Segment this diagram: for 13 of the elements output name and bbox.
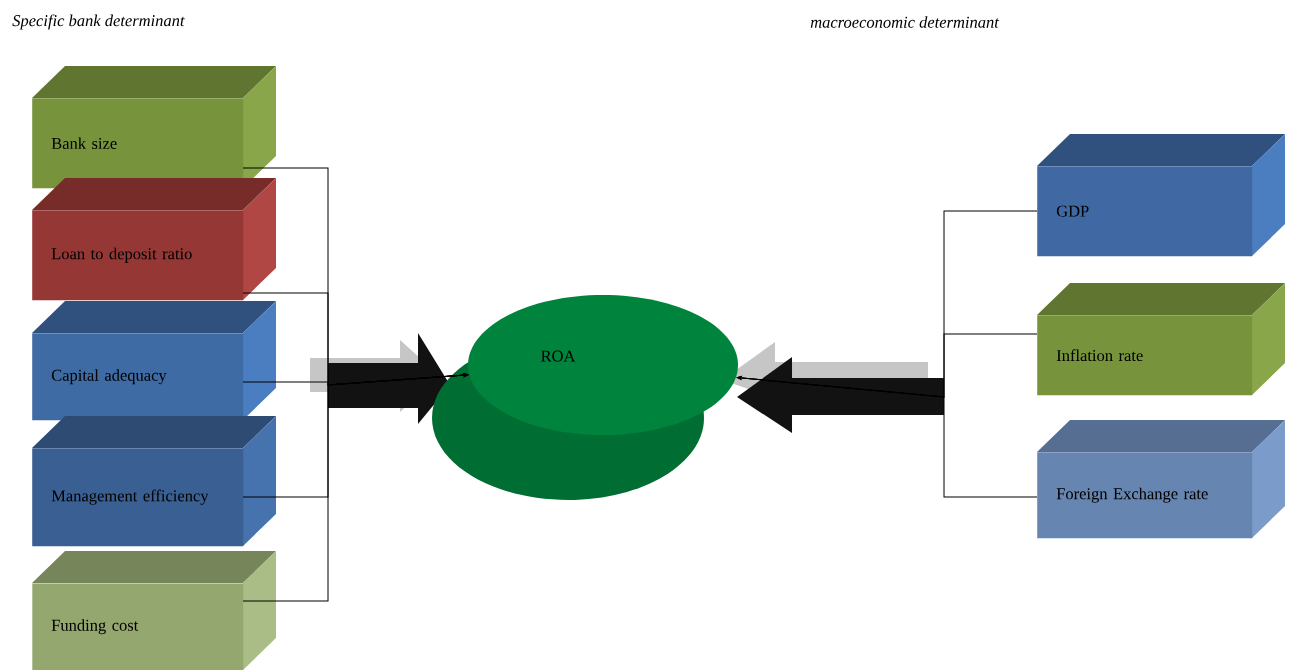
block: Loan to deposit ratio — [32, 178, 276, 301]
block: Funding cost — [32, 551, 276, 670]
block: Foreign Exchange rate — [1037, 420, 1285, 539]
block: Inflation rate — [1037, 283, 1285, 396]
heading: macroeconomic determinant — [810, 16, 1000, 28]
block: Management efficiency — [32, 416, 276, 547]
connector-line — [736, 376, 1038, 498]
ellipse-disc: ROA — [432, 295, 738, 500]
block: Capital adequacy — [32, 301, 276, 421]
connector-line — [242, 373, 469, 602]
heading: Specific bank determinant — [12, 14, 185, 30]
block: Bank size — [32, 66, 276, 189]
block: GDP — [1037, 134, 1285, 257]
